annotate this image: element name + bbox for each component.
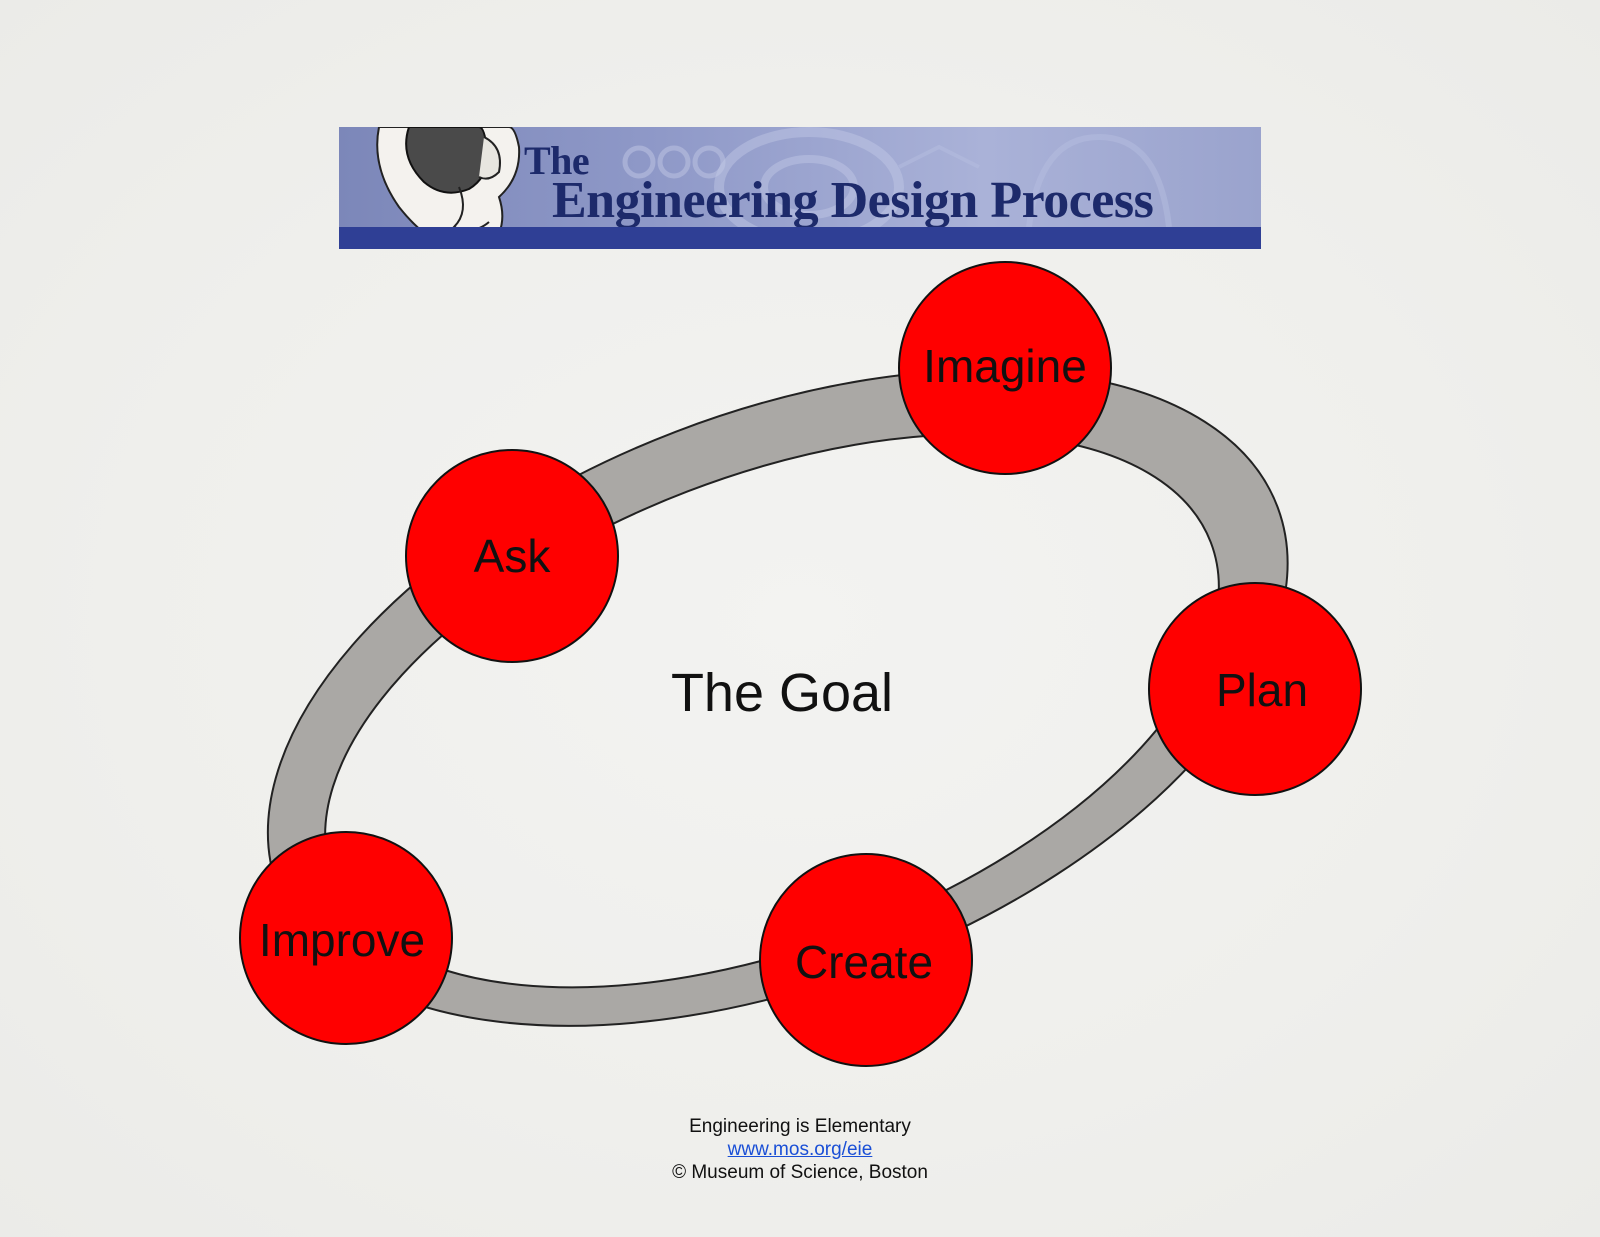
goal-label: The Goal [670, 663, 894, 723]
footer-copyright: © Museum of Science, Boston [672, 1162, 928, 1183]
footer-program: Engineering is Elementary [689, 1116, 911, 1137]
step-label-imagine: Imagine [923, 340, 1087, 392]
step-circle-improve [239, 831, 453, 1045]
banner-the: The [524, 138, 590, 183]
step-label-ask: Ask [473, 530, 551, 582]
footer-link[interactable]: www.mos.org/eie [727, 1139, 873, 1160]
step-circle-imagine [898, 261, 1112, 475]
step-label-plan: Plan [1215, 664, 1309, 716]
banner-title: Engineering Design Process [552, 172, 1154, 229]
step-label-create: Create [794, 936, 934, 988]
step-circle-ask [405, 449, 619, 663]
step-circle-plan [1148, 582, 1362, 796]
title-banner: The Engineering Design Process [339, 127, 1261, 249]
step-label-improve: Improve [258, 914, 426, 966]
step-circle-create [759, 853, 973, 1067]
footer: Engineering is Elementary www.mos.org/ei… [0, 1115, 1600, 1184]
banner-strip [339, 227, 1261, 249]
